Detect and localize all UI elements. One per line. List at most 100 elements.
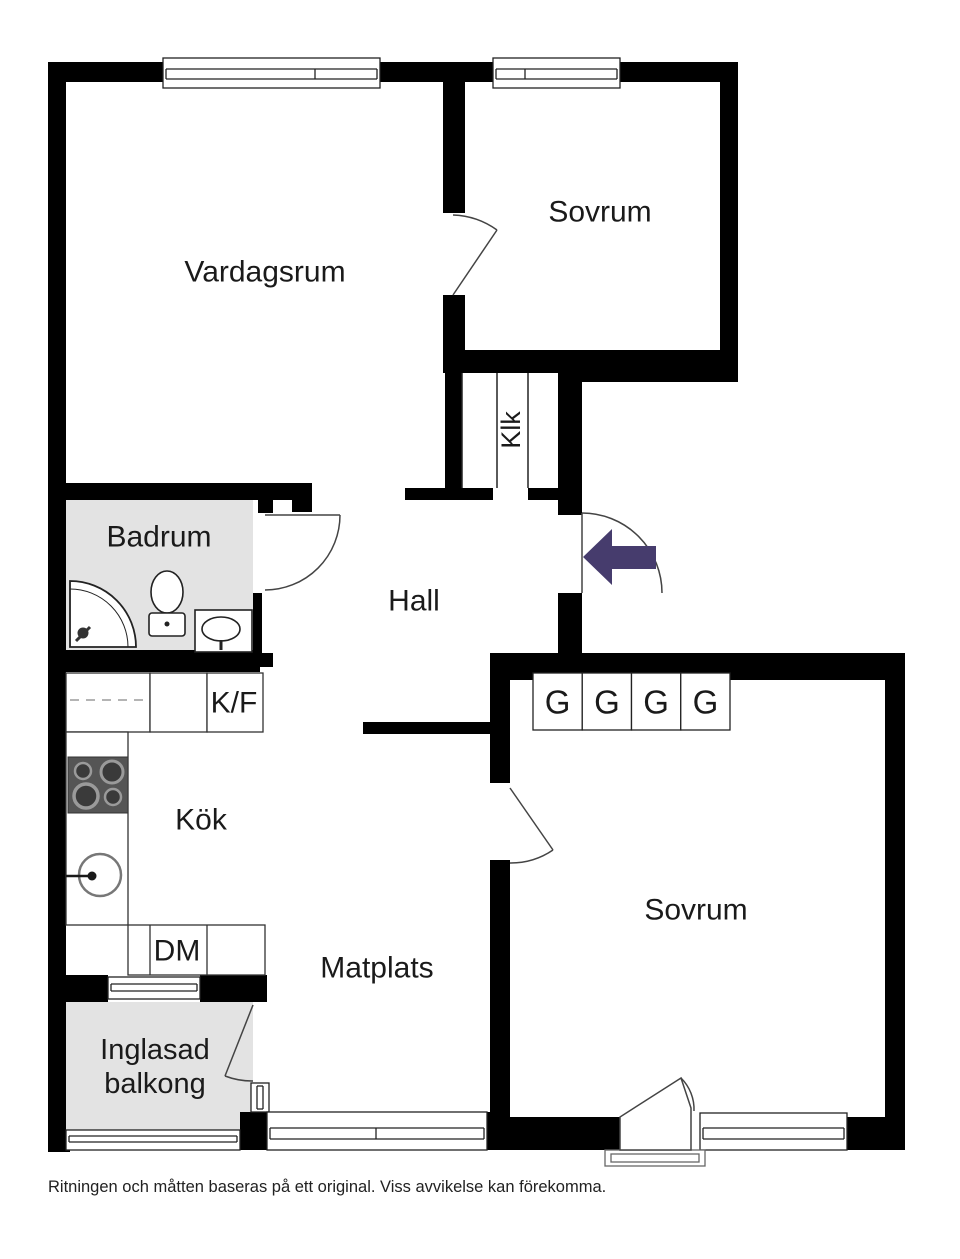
- fridge-freezer-unit: [206, 672, 264, 733]
- room-label-klk: Klk: [496, 411, 526, 449]
- wall-segment: [48, 483, 312, 500]
- window-kok-balkong: [107, 976, 201, 1000]
- door-swing-arc: [680, 1077, 695, 1112]
- wall-segment: [490, 680, 510, 783]
- appliance-label-fridge-freezer: K/F: [211, 687, 258, 720]
- window-vardagsrum: [162, 57, 381, 89]
- door-badrum: [264, 514, 341, 591]
- window-sovrum-bottom: [699, 1112, 848, 1151]
- wall-segment: [558, 373, 582, 515]
- window-frame: [107, 976, 201, 1000]
- wall-segment: [292, 500, 312, 512]
- bathroom-fixtures: [69, 570, 253, 653]
- door-leaf: [509, 787, 554, 851]
- threshold-inner: [610, 1153, 700, 1163]
- wall-segment: [445, 373, 462, 500]
- door-swing-arc: [509, 849, 554, 864]
- door-leaf: [452, 229, 498, 296]
- wall-segment: [490, 860, 510, 1150]
- burner: [73, 761, 93, 781]
- door-sovrum-bottom: [509, 787, 554, 864]
- room-label-sovrum-top: Sovrum: [548, 196, 651, 229]
- burner: [72, 782, 100, 810]
- wall-segment: [380, 62, 493, 82]
- wall-segment: [620, 62, 738, 82]
- wall-segment: [48, 1130, 70, 1152]
- wall-segment: [443, 82, 465, 213]
- walls: [48, 62, 905, 1152]
- shower-handle: [74, 625, 92, 643]
- window-frame: [65, 1129, 241, 1151]
- room-label-matplats: Matplats: [320, 952, 433, 985]
- toilet-bowl: [150, 570, 184, 614]
- wardrobe-row: [532, 672, 731, 731]
- window-frame: [492, 57, 621, 89]
- wall-segment: [253, 593, 262, 657]
- wall-segment: [558, 593, 582, 653]
- wall-segment: [48, 62, 163, 82]
- toilet-flush-button: [164, 621, 170, 627]
- entrance-arrow-icon: [583, 529, 656, 585]
- wall-segment: [405, 488, 493, 500]
- wall-segment: [258, 653, 273, 667]
- wall-segment: [363, 722, 510, 734]
- door-swing-arc: [264, 514, 341, 591]
- room-label-balkong-line2: balkong: [104, 1068, 206, 1100]
- window-frame: [250, 1082, 270, 1113]
- doors: [224, 214, 695, 1151]
- window-sovrum-top: [492, 57, 621, 89]
- stove: [67, 756, 129, 814]
- appliance-label-dishwasher: DM: [154, 935, 201, 968]
- wardrobe-unit: [581, 672, 633, 731]
- wardrobe-unit: [532, 672, 583, 731]
- wardrobe-unit: [680, 672, 731, 731]
- wardrobe-label: G: [643, 684, 669, 721]
- shower-inner-line: [69, 588, 129, 648]
- door-entrance: [581, 512, 663, 594]
- counter-cabinet: [65, 672, 151, 733]
- wall-segment: [240, 1112, 267, 1150]
- burner: [103, 787, 123, 807]
- door-leaf: [224, 1004, 254, 1077]
- door-swing-arc: [581, 512, 663, 594]
- window-frame: [699, 1112, 848, 1151]
- window-balkong-side: [250, 1082, 270, 1113]
- window-balkong-glazing: [65, 1129, 241, 1151]
- door-leaf-panel: [619, 1076, 692, 1151]
- room-label-balkong-line1: Inglasad: [100, 1034, 210, 1066]
- wardrobe-label: G: [594, 684, 620, 721]
- wall-segment: [48, 62, 66, 1152]
- door-swing-arc: [224, 1075, 254, 1082]
- disclaimer-text: Ritningen och måtten baseras på ett orig…: [48, 1178, 606, 1196]
- wall-segment: [487, 1112, 510, 1150]
- door-balkong-sovrum: [619, 1076, 695, 1151]
- door-vardagsrum-sovrum: [452, 214, 498, 296]
- door-swing-arc: [452, 214, 498, 231]
- wall-segment: [510, 1117, 620, 1150]
- window-frame: [162, 57, 381, 89]
- wall-segment: [200, 975, 267, 1002]
- window-matplats: [266, 1111, 488, 1151]
- kitchen-sink: [66, 852, 123, 898]
- wardrobe-label: G: [693, 684, 719, 721]
- wall-segment: [48, 650, 260, 672]
- wardrobe-unit: [630, 672, 682, 731]
- balcony-floor: [63, 1002, 253, 1130]
- burner: [99, 759, 125, 785]
- wall-segment: [720, 62, 738, 373]
- room-label-badrum: Badrum: [106, 521, 211, 554]
- counter-run: [127, 924, 266, 976]
- wall-segment: [528, 488, 558, 500]
- room-labels: Vardagsrum Sovrum Klk Hall Badrum K/F Kö…: [100, 196, 748, 1101]
- closet-partitions: [461, 373, 529, 488]
- room-label-hall: Hall: [388, 585, 440, 618]
- wall-segment: [573, 362, 738, 382]
- room-label-kok: Kök: [175, 804, 228, 837]
- faucet-base: [87, 871, 97, 881]
- room-label-sovrum-bottom: Sovrum: [644, 894, 747, 927]
- wall-segment: [885, 680, 905, 1150]
- wall-segment: [66, 975, 108, 1002]
- room-label-vardagsrum: Vardagsrum: [184, 256, 345, 289]
